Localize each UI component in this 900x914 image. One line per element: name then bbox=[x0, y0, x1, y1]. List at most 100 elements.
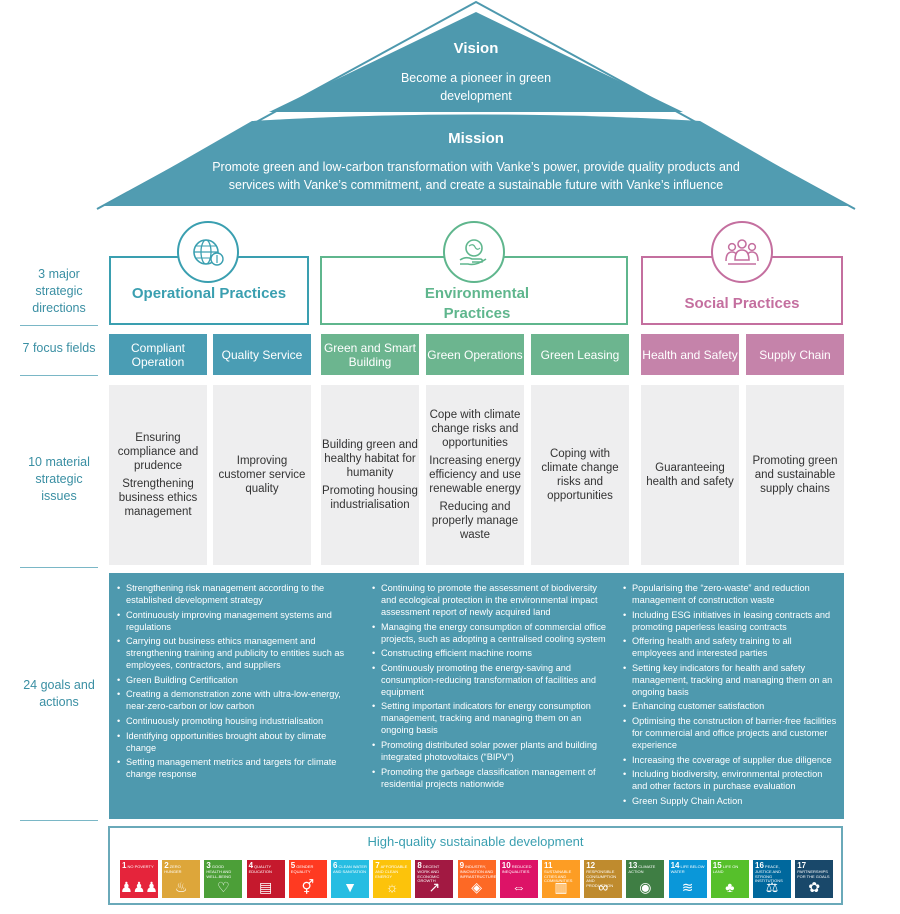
sdg-number: 5 bbox=[290, 861, 296, 870]
sdg-tile-17: 17PARTNERSHIPS FOR THE GOALS✿ bbox=[795, 860, 834, 898]
goal-item: Including ESG initiatives in leasing con… bbox=[623, 609, 837, 633]
sdg-label: AFFORDABLE AND CLEAN ENERGY bbox=[375, 864, 408, 879]
sdg-icon: ∞ bbox=[598, 879, 609, 895]
sdg-icon: ♡ bbox=[217, 879, 230, 895]
sdg-number: 14 bbox=[670, 861, 680, 870]
sdg-tile-12: 12RESPONSIBLE CONSUMPTION AND PRODUCTION… bbox=[584, 860, 623, 898]
sdg-tile-2: 2ZERO HUNGER♨ bbox=[162, 860, 201, 898]
sdg-label: PEACE, JUSTICE AND STRONG INSTITUTIONS bbox=[755, 864, 783, 883]
issue-cell-supply: Promoting green and sustainable supply c… bbox=[746, 385, 844, 565]
field-quality-service: Quality Service bbox=[213, 334, 311, 375]
goal-item: Green Supply Chain Action bbox=[623, 795, 837, 807]
sdg-icon: ◈ bbox=[471, 879, 482, 895]
row-label-goals: 24 goals and actions bbox=[23, 678, 95, 709]
sdg-tile-5: 5GENDER EQUALITY⚥ bbox=[288, 860, 327, 898]
issue-text: Reducing and properly manage waste bbox=[431, 501, 519, 541]
goal-item: Promoting distributed solar power plants… bbox=[372, 739, 612, 763]
sdg-label: GENDER EQUALITY bbox=[290, 864, 314, 874]
goal-item: Continuously improving management system… bbox=[117, 609, 357, 633]
footer-title: High-quality sustainable development bbox=[367, 834, 584, 849]
sdg-number: 7 bbox=[375, 861, 380, 870]
field-green-leasing: Green Leasing bbox=[531, 334, 629, 375]
sdg-label: NO POVERTY bbox=[127, 864, 154, 869]
sdg-tile-13: 13CLIMATE ACTION ◉ bbox=[626, 860, 665, 898]
goal-item: Identifying opportunities brought about … bbox=[117, 730, 357, 754]
sdg-label: ZERO HUNGER bbox=[164, 864, 182, 874]
direction-title-social: Social Practices bbox=[684, 295, 800, 312]
vision-text: Become a pioneer in green development bbox=[400, 71, 552, 103]
goal-item: Optimising the construction of barrier-f… bbox=[623, 715, 837, 751]
goal-item: Setting key indicators for health and sa… bbox=[623, 662, 837, 698]
sdg-label: DECENT WORK AND ECONOMIC GROWTH bbox=[417, 864, 440, 883]
row-label-issues: 10 material strategic issues bbox=[28, 455, 90, 503]
sdg-number: 1 bbox=[122, 861, 127, 870]
goal-item: Continuing to promote the assessment of … bbox=[372, 582, 612, 618]
sdg-icon: ◉ bbox=[639, 879, 652, 895]
direction-title-operational: Operational Practices bbox=[131, 285, 287, 302]
sdg-label: RESPONSIBLE CONSUMPTION AND PRODUCTION bbox=[586, 869, 617, 888]
mission-title: Mission bbox=[448, 130, 504, 147]
sdg-label: REDUCED INEQUALITIES bbox=[501, 864, 532, 874]
sdg-label: PARTNERSHIPS FOR THE GOALS bbox=[797, 869, 830, 879]
goal-item: Creating a demonstration zone with ultra… bbox=[117, 688, 357, 712]
issue-cell-health: Guaranteeing health and safety bbox=[641, 385, 739, 565]
goal-item: Offering health and safety training to a… bbox=[623, 635, 837, 659]
people-icon bbox=[711, 221, 773, 283]
sdg-tile-14: 14LIFE BELOW WATER≋ bbox=[668, 860, 707, 898]
field-health-safety: Health and Safety bbox=[641, 334, 739, 375]
issue-text: Building green and healthy habitat for h… bbox=[322, 439, 418, 479]
goal-item: Increasing the coverage of supplier due … bbox=[623, 754, 837, 766]
direction-title-environmental: Environmental Practices bbox=[424, 285, 530, 322]
sdg-number: 8 bbox=[417, 861, 422, 870]
goal-item: Green Building Certification bbox=[117, 674, 357, 686]
sdg-number: 15 bbox=[712, 861, 722, 870]
sdg-icon: ▼ bbox=[343, 879, 357, 895]
field-compliant-operation: Compliant Operation bbox=[109, 334, 207, 375]
goal-item: Carrying out business ethics management … bbox=[117, 635, 357, 671]
sdg-icon: ⚖ bbox=[765, 879, 779, 895]
sdg-icon: ≋ bbox=[681, 879, 694, 895]
issue-text: Promoting housing industrialisation bbox=[322, 485, 418, 511]
row-label-directions: 3 major strategic directions bbox=[32, 267, 86, 315]
goal-item: Including biodiversity, environmental pr… bbox=[623, 768, 837, 792]
sdg-tile-6: 6CLEAN WATER AND SANITATION ▼ bbox=[331, 860, 369, 898]
issue-text: Cope with climate change risks and oppor… bbox=[429, 409, 521, 449]
sdg-icon: ↗ bbox=[428, 879, 441, 895]
sdg-number: 4 bbox=[248, 861, 254, 870]
sdg-label: LIFE ON LAND bbox=[712, 864, 739, 874]
sdg-number: 11 bbox=[544, 861, 553, 870]
mission-text: Promote green and low-carbon transformat… bbox=[212, 160, 740, 192]
sdg-icon: ▤ bbox=[258, 879, 273, 895]
row-separator bbox=[20, 325, 98, 326]
sdg-number: 10 bbox=[501, 861, 511, 870]
sdg-label: CLIMATE ACTION bbox=[628, 864, 656, 874]
sdg-number: 3 bbox=[206, 861, 211, 870]
issue-cell-operations: Cope with climate change risks and oppor… bbox=[426, 385, 524, 565]
issue-text: Coping with climate change risks and opp… bbox=[541, 448, 619, 502]
sdg-tile-3: 3GOOD HEALTH AND WELL-BEING♡ bbox=[204, 860, 243, 898]
sdg-icon: ☼ bbox=[385, 879, 399, 895]
sdg-number: 6 bbox=[333, 861, 338, 870]
goal-item: Continuously promoting housing industria… bbox=[117, 715, 357, 727]
sdg-number: 17 bbox=[797, 861, 807, 870]
sdg-label: CLEAN WATER AND SANITATION bbox=[333, 864, 367, 874]
row-separator bbox=[20, 375, 98, 376]
sdg-tile-9: 9INDUSTRY, INNOVATION AND INFRASTRUCTURE… bbox=[457, 860, 496, 898]
goal-item: Promoting the garbage classification man… bbox=[372, 766, 612, 790]
sdg-icon: ⇔ bbox=[511, 879, 526, 895]
goals-column-operational: Strengthening risk management according … bbox=[117, 582, 357, 783]
issue-text: Promoting green and sustainable supply c… bbox=[752, 455, 838, 495]
goal-item: Managing the energy consumption of comme… bbox=[372, 621, 612, 645]
row-separator bbox=[20, 820, 98, 821]
goal-item: Strengthening risk management according … bbox=[117, 582, 357, 606]
footer-sdg-box: High-quality sustainable development 1NO… bbox=[108, 826, 843, 905]
sdg-number: 9 bbox=[459, 861, 465, 870]
sdg-tile-16: 16PEACE, JUSTICE AND STRONG INSTITUTIONS… bbox=[753, 860, 791, 898]
issue-text: Improving customer service quality bbox=[218, 455, 306, 495]
sdg-number: 13 bbox=[628, 861, 638, 870]
goal-item: Setting important indicators for energy … bbox=[372, 700, 612, 736]
issue-text: Guaranteeing health and safety bbox=[646, 462, 734, 488]
sdg-icon: ✿ bbox=[808, 879, 821, 895]
goal-item: Continuously promoting the energy-saving… bbox=[372, 662, 612, 698]
field-supply-chain: Supply Chain bbox=[746, 334, 844, 375]
